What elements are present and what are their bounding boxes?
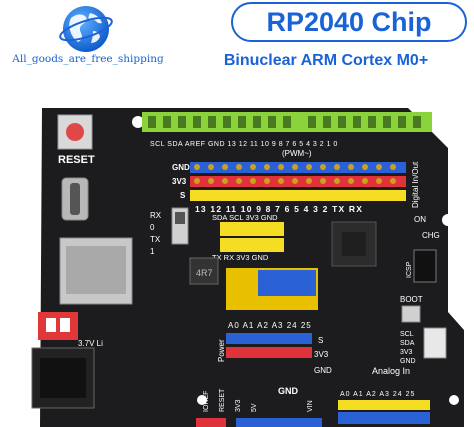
- row-label-gnd: GND: [172, 163, 190, 172]
- pin-label-tx: TX: [150, 235, 161, 244]
- analog-bottom-pins: A0 A1 A2 A3 24 25: [340, 391, 415, 398]
- battery-connector: [38, 312, 78, 340]
- reset-label: RESET: [58, 154, 95, 166]
- on-label: ON: [414, 215, 426, 224]
- pin-label-rx: RX: [150, 211, 162, 220]
- row-label-s: S: [180, 191, 186, 200]
- icsp-header: [413, 249, 437, 283]
- icsp-label: ICSP: [406, 261, 413, 278]
- svg-text:3V3: 3V3: [400, 349, 413, 356]
- bottom-pin-numbers: 13 12 11 10 9 8 7 6 5 4 3 2 TX RX: [195, 204, 363, 214]
- pin-row-blue: [190, 162, 406, 173]
- top-header-labels: SCL SDA AREF GND 13 12 11 10 9 8 7 6 5 4…: [150, 141, 338, 148]
- svg-text:RESET: RESET: [219, 388, 226, 412]
- svg-text:VIN: VIN: [307, 400, 314, 412]
- chip-title-badge: RP2040 Chip: [231, 2, 467, 42]
- power-pins: IOREF: [203, 391, 210, 412]
- analog-bottom-blue: [338, 412, 430, 424]
- subtitle-text: Binuclear ARM Cortex M0+: [223, 52, 429, 69]
- gnd-label-power: GND: [278, 386, 299, 396]
- pwm-label: (PWM~): [282, 149, 312, 158]
- svg-text:GND: GND: [400, 358, 416, 365]
- analog-row-blue: [226, 333, 312, 344]
- pcb-board: [40, 108, 464, 427]
- analog-row-red: [226, 347, 312, 358]
- i2c-labels: SDA SCL 3V3 GND: [212, 213, 278, 222]
- uart-labels: TX RX 3V3 GND: [212, 253, 269, 262]
- power-row-red: [196, 418, 226, 427]
- analog-bottom-yellow: [338, 400, 430, 410]
- row-label-3v3: 3V3: [172, 177, 187, 186]
- analog-in-label: Analog In: [372, 366, 410, 376]
- globe-logo: [57, 3, 115, 55]
- svg-text:SDA: SDA: [400, 340, 415, 347]
- boot-label: BOOT: [400, 295, 423, 304]
- power-label: Power: [217, 339, 226, 362]
- boot-button: [401, 305, 421, 323]
- pin-row-yellow: [190, 190, 406, 201]
- i2c-header: [220, 222, 284, 236]
- pin-label-0: 0: [150, 223, 155, 232]
- pin-row-red: [190, 176, 406, 187]
- side-labels: SCL: [400, 331, 414, 338]
- analog-header-pins: A0 A1 A2 A3 24 25: [228, 321, 312, 330]
- power-row-blue: [236, 418, 322, 427]
- side-connector: [423, 327, 447, 359]
- svg-text:3V3: 3V3: [235, 399, 242, 412]
- pin-label-1: 1: [150, 247, 155, 256]
- inductor: [189, 257, 219, 285]
- uart-header: [220, 238, 284, 252]
- svg-text:5V: 5V: [251, 403, 258, 412]
- board-photo: RESET 3.7V Li SCL SDA AREF GND 13 12 11 …: [0, 90, 474, 427]
- free-shipping-text: All_goods_are_free_shipping: [12, 53, 164, 65]
- inductor-label: 4R7: [196, 268, 213, 278]
- rp2040-chip: [331, 221, 377, 267]
- chg-label: CHG: [422, 231, 440, 240]
- digital-label: Digital In/Out: [411, 161, 420, 208]
- svg-text:S: S: [318, 336, 323, 345]
- svg-text:3V3: 3V3: [314, 350, 329, 359]
- svg-text:GND: GND: [314, 366, 332, 375]
- volt-label: 3.7V Li: [78, 339, 103, 348]
